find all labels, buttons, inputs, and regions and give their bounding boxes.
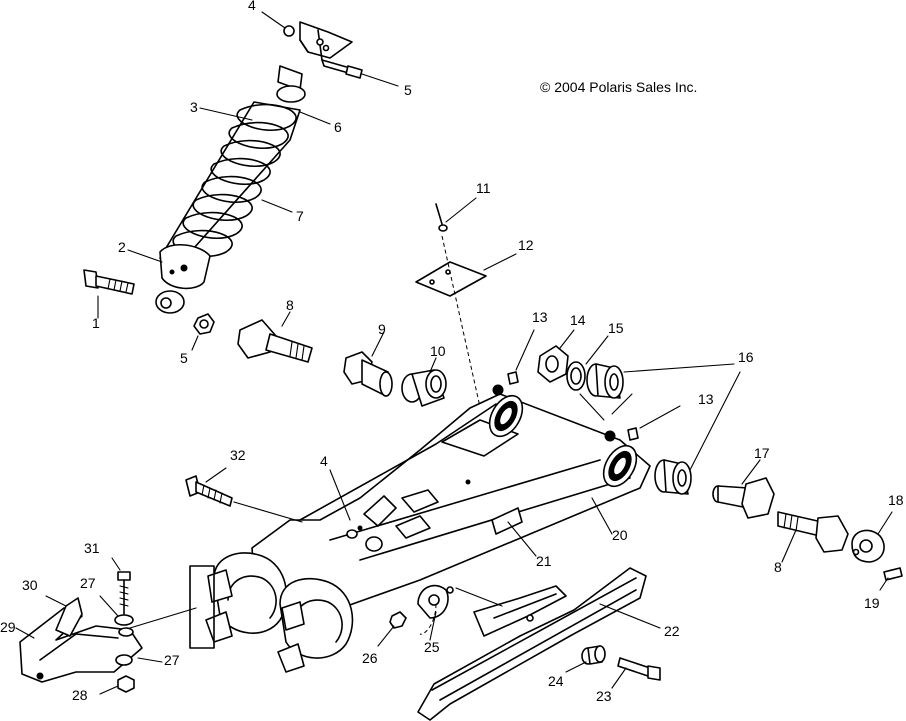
nut-14 (537, 329, 575, 383)
callout-23: 23 (596, 688, 612, 704)
callout-28: 28 (72, 687, 88, 703)
bushing-10 (401, 357, 447, 407)
spacer-24 (565, 645, 606, 673)
grease-fitting-13a (492, 329, 535, 396)
callout-5-lower: 5 (180, 350, 188, 366)
bolt-5-top (321, 59, 399, 87)
leader-4-lower (329, 469, 351, 521)
callout-21: 21 (536, 553, 552, 569)
leader-bracket-link (129, 607, 197, 629)
callout-14: 14 (570, 312, 586, 328)
pivot-bolt-8-right (777, 511, 849, 563)
callout-22: 22 (664, 623, 680, 639)
bolt-4-top (261, 11, 295, 37)
rivet-11 (435, 197, 477, 232)
callout-8-top: 8 (286, 297, 294, 313)
callout-18: 18 (888, 492, 904, 508)
nut-5-lower (191, 313, 215, 351)
bolt-31 (111, 557, 131, 619)
callout-16: 16 (738, 349, 754, 365)
callout-8-right: 8 (774, 559, 782, 575)
callout-26: 26 (362, 650, 378, 666)
screw-19 (879, 567, 903, 591)
bushing-9 (343, 331, 393, 397)
leader-16b (689, 371, 741, 471)
bolt-1 (83, 269, 135, 319)
callout-27-lower: 27 (164, 652, 180, 668)
pivot-bolt-8 (237, 311, 313, 363)
swing-arm (205, 393, 651, 673)
callout-32: 32 (230, 447, 246, 463)
callout-5-top: 5 (404, 82, 412, 98)
plate-12 (415, 253, 517, 297)
callout-12: 12 (518, 237, 534, 253)
bolt-32 (185, 467, 303, 523)
callout-17: 17 (754, 445, 770, 461)
copyright-text: © 2004 Polaris Sales Inc. (540, 79, 697, 95)
nut-28 (99, 675, 135, 695)
lock-washer-18 (851, 511, 893, 563)
leader-3 (199, 107, 253, 121)
leader-2 (127, 249, 163, 263)
bushing-16a (586, 363, 624, 399)
callout-9: 9 (378, 321, 386, 337)
callout-3: 3 (190, 99, 198, 115)
callout-13-top: 13 (532, 309, 548, 325)
inset-box (189, 565, 215, 649)
callout-19: 19 (864, 595, 880, 611)
leader-7 (261, 199, 293, 213)
callout-1: 1 (92, 315, 100, 331)
callout-10: 10 (430, 343, 446, 359)
callout-27-top: 27 (80, 575, 96, 591)
callout-24: 24 (548, 673, 564, 689)
shoulder-bolt-17 (712, 459, 775, 519)
leader-16a (623, 363, 735, 373)
callout-4-lower: 4 (320, 453, 328, 469)
callout-15: 15 (608, 320, 624, 336)
callout-20: 20 (612, 527, 628, 543)
callout-6: 6 (334, 119, 342, 135)
shock-absorber (155, 65, 306, 314)
nut-26 (377, 611, 407, 647)
chain-guard-22 (417, 567, 661, 721)
callout-31: 31 (84, 540, 100, 556)
washer-15 (566, 335, 609, 391)
bracket-30 (45, 595, 83, 637)
washer-27 (99, 595, 163, 666)
bushing-16b (654, 459, 692, 495)
callout-30: 30 (22, 577, 38, 593)
upper-shock-bracket (299, 21, 353, 61)
callout-29: 29 (0, 619, 16, 635)
callout-11: 11 (476, 180, 491, 196)
pivot-25 (417, 584, 503, 641)
grease-fitting-13b (604, 405, 681, 442)
callout-25: 25 (424, 639, 440, 655)
leader-6 (299, 111, 331, 125)
callout-4-top: 4 (248, 0, 256, 13)
callout-13-right: 13 (698, 391, 714, 407)
leader-16-dash (579, 393, 633, 421)
callout-2: 2 (118, 239, 126, 255)
callout-7: 7 (296, 208, 304, 224)
bolt-23 (611, 657, 661, 689)
